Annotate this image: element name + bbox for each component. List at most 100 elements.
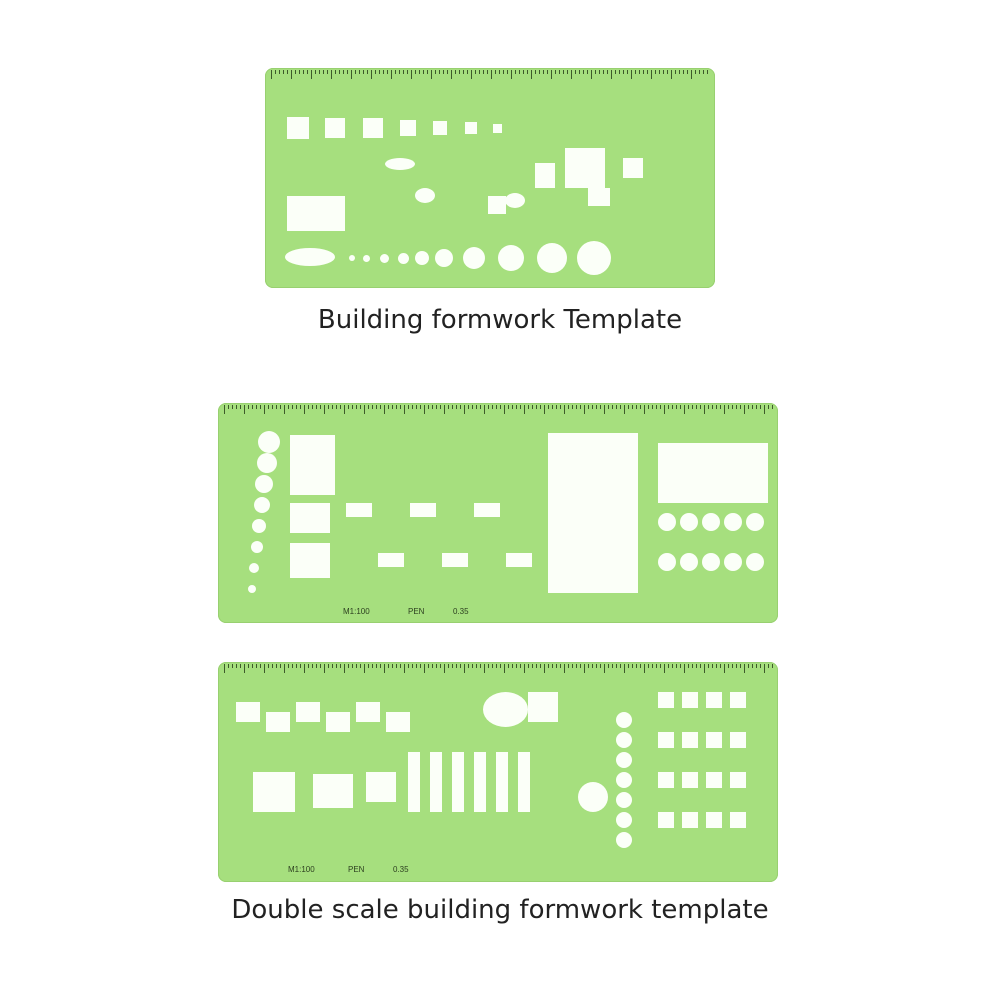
- ruler-tick: [760, 664, 761, 668]
- circle-cutout: [253, 497, 270, 513]
- ruler-tick: [283, 70, 284, 74]
- ruler-tick: [708, 405, 709, 409]
- shape-cutout: [730, 732, 746, 748]
- ruler-tick: [452, 664, 453, 668]
- shape-cutout: [378, 553, 404, 567]
- ruler-tick: [748, 405, 749, 409]
- ruler-tick: [728, 664, 729, 668]
- shape-cutout: [528, 692, 558, 722]
- ruler-tick: [236, 405, 237, 409]
- ruler-tick: [312, 405, 313, 409]
- ruler-tick: [224, 664, 225, 673]
- ruler-tick: [480, 405, 481, 409]
- ruler-tick: [611, 70, 612, 79]
- ruler-tick: [491, 70, 492, 79]
- ruler-tick: [484, 664, 485, 673]
- ruler-tick: [752, 405, 753, 409]
- ruler-tick: [443, 70, 444, 74]
- ruler-tick: [647, 70, 648, 74]
- ruler-tick: [292, 405, 293, 409]
- ruler-tick: [420, 405, 421, 409]
- ruler-tick: [652, 664, 653, 668]
- ruler-tick: [536, 405, 537, 409]
- circle-cutout: [616, 732, 632, 748]
- ruler-tick: [591, 70, 592, 79]
- circle-cutout: [724, 513, 742, 531]
- ruler-tick: [224, 405, 225, 414]
- ruler-tick: [639, 70, 640, 74]
- ruler-tick: [272, 405, 273, 409]
- ruler-tick: [676, 405, 677, 409]
- ruler-tick: [596, 405, 597, 409]
- ruler-tick: [668, 405, 669, 409]
- ruler-tick: [688, 664, 689, 668]
- ruler-scale: [218, 403, 778, 417]
- ruler-tick: [752, 664, 753, 668]
- ruler-tick: [328, 664, 329, 668]
- shape-cutout: [730, 772, 746, 788]
- scale-label: M1:100: [343, 607, 370, 616]
- shape-cutout: [326, 712, 350, 732]
- ruler-tick: [292, 664, 293, 668]
- ruler-tick: [632, 664, 633, 668]
- ruler-tick: [451, 70, 452, 79]
- circle-cutout: [505, 193, 525, 208]
- ruler-tick: [343, 70, 344, 74]
- ruler-tick: [632, 405, 633, 409]
- ruler-tick: [348, 664, 349, 668]
- ruler-tick: [404, 405, 405, 414]
- ruler-tick: [656, 664, 657, 668]
- circle-cutout: [746, 553, 764, 571]
- ruler-tick: [692, 664, 693, 668]
- circle-cutout: [256, 453, 277, 473]
- ruler-tick: [636, 405, 637, 409]
- ruler-tick: [768, 664, 769, 668]
- ruler-tick: [524, 405, 525, 414]
- ruler-tick: [403, 70, 404, 74]
- ruler-tick: [552, 405, 553, 409]
- ruler-tick: [696, 664, 697, 668]
- ruler-tick: [664, 405, 665, 414]
- ruler-tick: [319, 70, 320, 74]
- ruler-tick: [515, 70, 516, 74]
- ruler-tick: [407, 70, 408, 74]
- circle-cutout: [250, 541, 263, 553]
- ruler-tick: [304, 664, 305, 673]
- ruler-tick: [616, 664, 617, 668]
- ruler-tick: [372, 664, 373, 668]
- ruler-tick: [408, 405, 409, 409]
- ruler-tick: [387, 70, 388, 74]
- ruler-tick: [760, 405, 761, 409]
- ruler-tick: [520, 664, 521, 668]
- ruler-tick: [667, 70, 668, 74]
- ruler-tick: [623, 70, 624, 74]
- ruler-tick: [599, 70, 600, 74]
- ruler-tick: [772, 405, 773, 409]
- ruler-tick: [395, 70, 396, 74]
- ruler-tick: [324, 405, 325, 414]
- ruler-tick: [455, 70, 456, 74]
- shape-cutout: [493, 123, 502, 133]
- ruler-tick: [459, 70, 460, 74]
- ruler-tick: [672, 405, 673, 409]
- ruler-tick: [240, 405, 241, 409]
- ruler-tick: [716, 664, 717, 668]
- ruler-tick: [664, 664, 665, 673]
- ruler-tick: [700, 664, 701, 668]
- ruler-tick: [415, 70, 416, 74]
- ruler-tick: [504, 405, 505, 414]
- ruler-tick: [584, 664, 585, 673]
- scale-label: M1:100: [288, 865, 315, 874]
- ruler-tick: [704, 664, 705, 673]
- ruler-tick: [592, 405, 593, 409]
- ruler-tick: [428, 664, 429, 668]
- ruler-tick: [328, 405, 329, 409]
- ruler-tick: [631, 70, 632, 79]
- shape-cutout: [706, 812, 722, 828]
- ruler-tick: [420, 664, 421, 668]
- ruler-tick: [503, 70, 504, 74]
- ruler-tick: [608, 664, 609, 668]
- shape-cutout: [290, 435, 335, 495]
- ruler-tick: [304, 405, 305, 414]
- shape-cutout: [356, 702, 380, 722]
